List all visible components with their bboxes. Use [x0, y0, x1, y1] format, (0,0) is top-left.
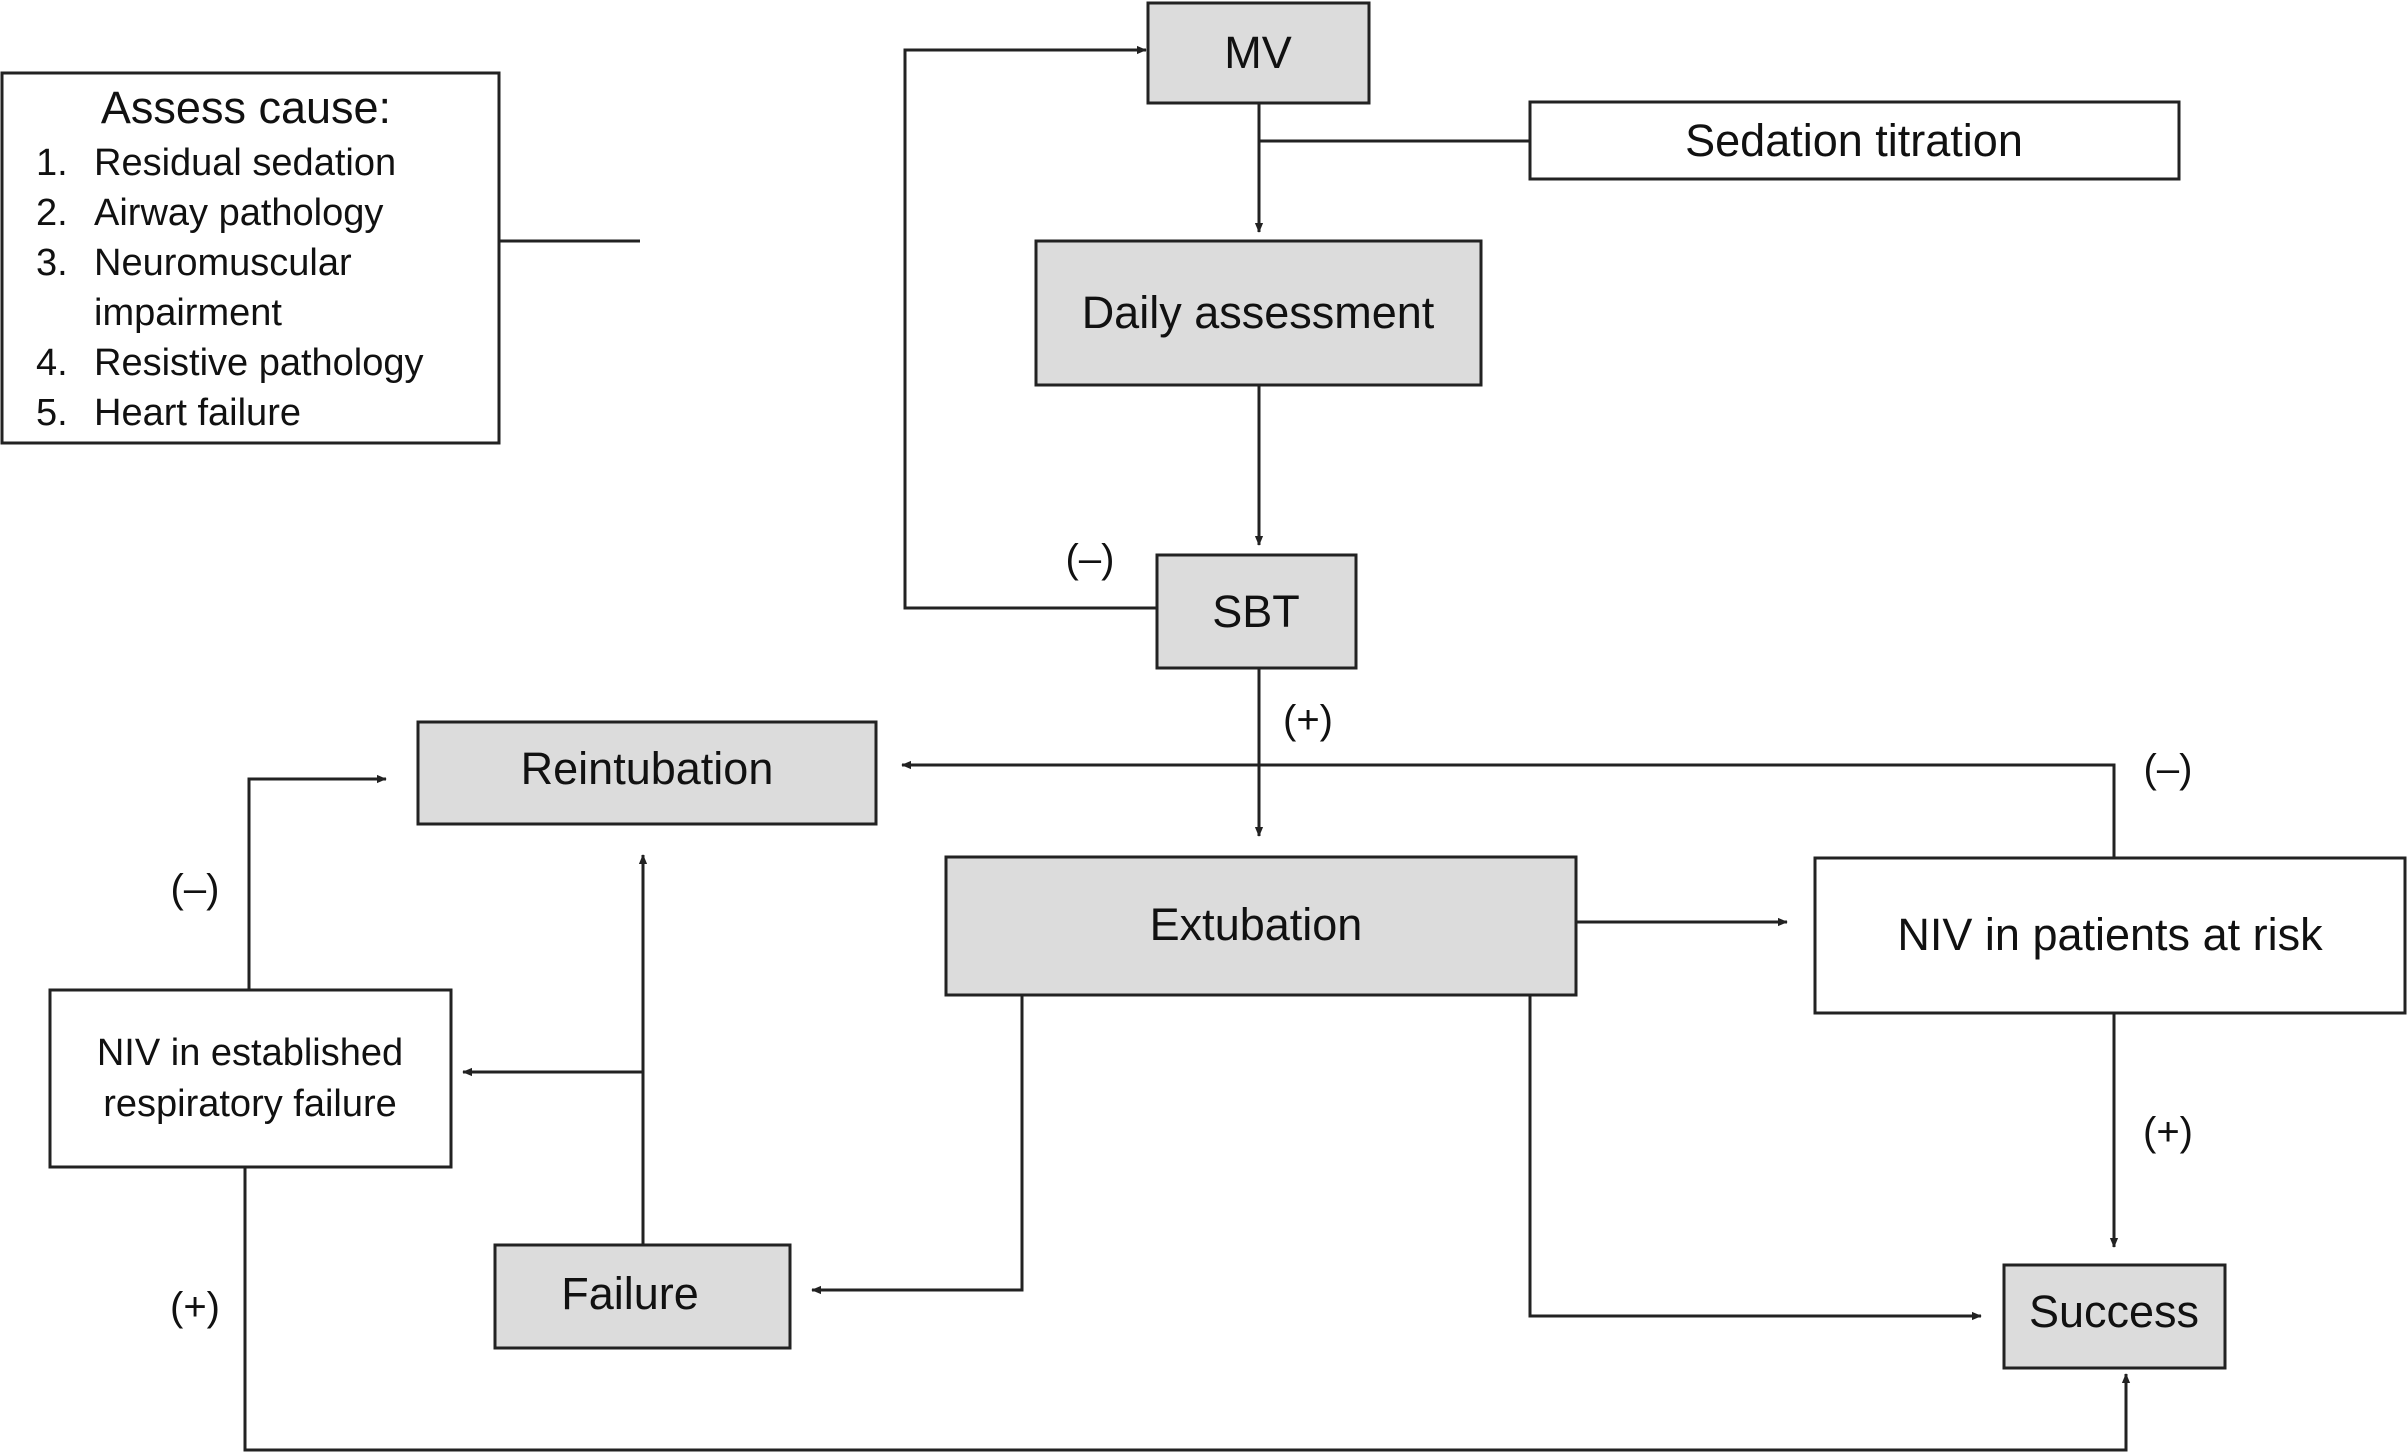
arrow-extubation-to-failure — [811, 995, 1024, 1295]
node-sbt-label: SBT — [1212, 586, 1300, 637]
assess-item-2-text: Airway pathology — [94, 192, 383, 234]
node-daily-assessment-label: Daily assessment — [1082, 287, 1435, 338]
arrow-niv-established-to-reintubation — [247, 774, 387, 990]
node-extubation-label: Extubation — [1150, 899, 1363, 950]
node-sbt: SBT — [1155, 553, 1358, 670]
node-niv-established-respiratory-failure: NIV in established respiratory failure — [48, 988, 453, 1169]
assess-cause-box: Assess cause: 1. Residual sedation 2. Ai… — [0, 71, 501, 445]
node-daily-assessment: Daily assessment — [1034, 239, 1483, 387]
assess-item-5-num: 5. — [36, 392, 68, 434]
node-sedation-titration: Sedation titration — [1528, 100, 2181, 181]
sign-sbt-plus: (+) — [1283, 698, 1333, 742]
node-niv-established-label-line-2: respiratory failure — [103, 1083, 397, 1125]
node-niv-patients-at-risk: NIV in patients at risk — [1813, 856, 2407, 1015]
assess-cause-title: Assess cause: — [101, 82, 391, 133]
sign-niv-risk-plus: (+) — [2143, 1110, 2193, 1154]
node-reintubation: Reintubation — [416, 720, 878, 826]
assess-item-1-num: 1. — [36, 142, 68, 184]
arrow-niv-risk-to-reintubation — [901, 760, 2116, 858]
node-niv-established-label-line-1: NIV in established — [97, 1032, 403, 1074]
sign-niv-established-plus: (+) — [170, 1285, 220, 1329]
sign-niv-established-minus: (–) — [171, 867, 220, 911]
assess-item-3-num: 3. — [36, 242, 68, 284]
assess-item-1-text: Residual sedation — [94, 142, 396, 184]
sign-sbt-minus: (–) — [1066, 537, 1115, 581]
node-niv-patients-at-risk-label: NIV in patients at risk — [1897, 909, 2323, 960]
assess-item-5-text: Heart failure — [94, 392, 301, 434]
node-success: Success — [2002, 1263, 2227, 1370]
assess-item-3-text-line-1: Neuromuscular — [94, 242, 352, 284]
node-failure: Failure — [493, 1243, 792, 1350]
assess-item-3-text-line-2: impairment — [94, 292, 282, 334]
assess-item-4-num: 4. — [36, 342, 68, 384]
arrow-sbt-to-mv — [903, 45, 1157, 610]
node-sedation-titration-label: Sedation titration — [1685, 115, 2023, 166]
arrow-extubation-to-success — [1528, 995, 1982, 1321]
sign-niv-risk-minus: (–) — [2144, 747, 2193, 791]
node-mv: MV — [1146, 1, 1371, 105]
node-success-label: Success — [2029, 1286, 2199, 1337]
node-extubation: Extubation — [944, 855, 1578, 997]
assess-item-2-num: 2. — [36, 192, 68, 234]
node-reintubation-label: Reintubation — [521, 743, 774, 794]
node-mv-label: MV — [1224, 27, 1292, 78]
assess-item-4-text: Resistive pathology — [94, 342, 424, 384]
node-failure-label: Failure — [561, 1268, 699, 1319]
arrow-niv-established-to-success — [243, 1167, 2131, 1452]
